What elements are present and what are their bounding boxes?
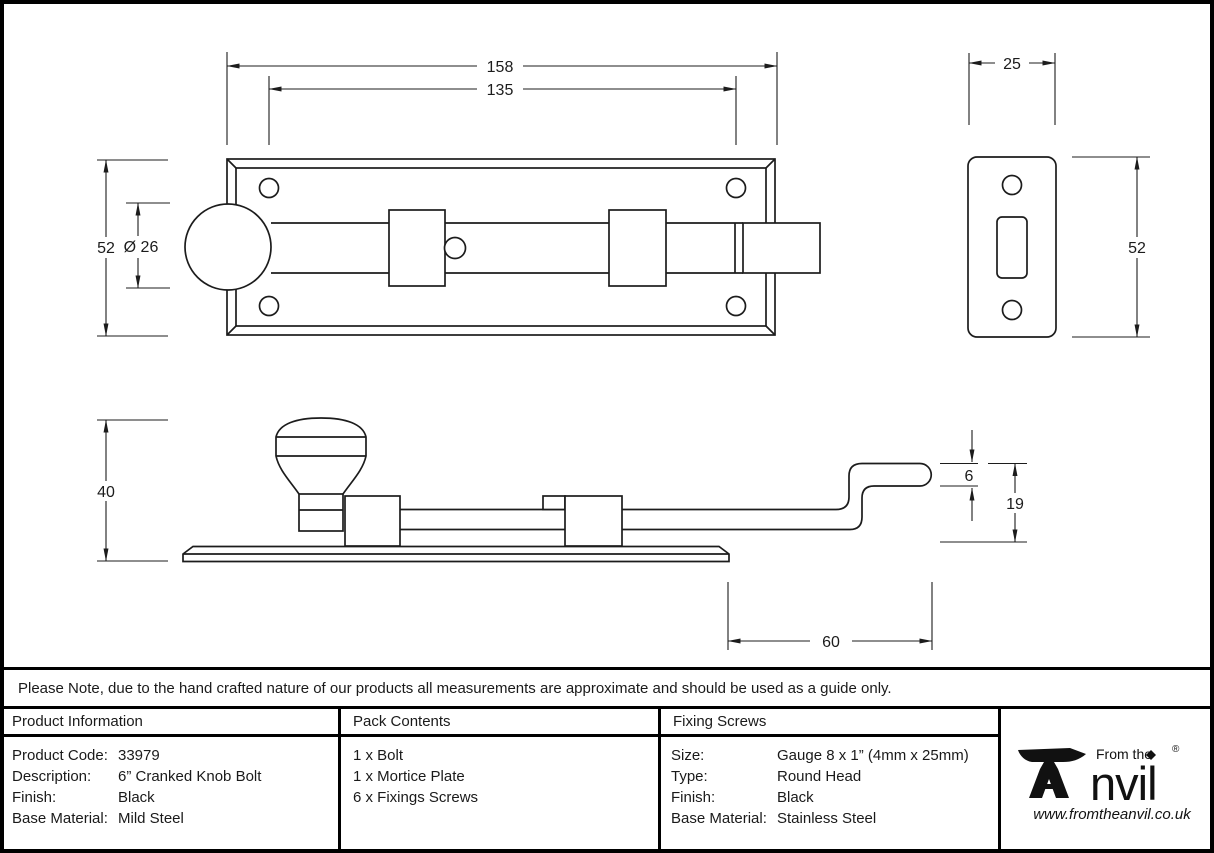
screw-hole <box>258 295 280 317</box>
guide-keep-right-side <box>564 495 623 547</box>
fixing-screws-column: Fixing Screws Size: Gauge 8 x 1” (4mm x … <box>661 709 1001 853</box>
row-value: 6” Cranked Knob Bolt <box>118 768 262 785</box>
i-dot-diamond-icon <box>1145 750 1156 760</box>
bevel-miters <box>226 158 776 336</box>
screw-hole <box>725 177 747 199</box>
column-title: Pack Contents <box>353 713 451 730</box>
bolt-bar <box>271 222 743 274</box>
anvil-icon-crossbar <box>1032 784 1065 789</box>
screw-hole <box>1001 174 1023 196</box>
dim-135: 135 <box>487 82 514 99</box>
dimension-labels: 158 135 52 Ø 26 25 52 40 6 19 60 <box>91 54 1153 651</box>
row-label: Base Material: <box>12 810 108 827</box>
spec-table: Product Information Product Code: 33979 … <box>0 706 1214 853</box>
dim-19: 19 <box>1006 496 1024 513</box>
product-information-header: Product Information <box>0 709 338 737</box>
knob-shoe <box>298 493 344 532</box>
dim-knob-diameter: Ø 26 <box>124 239 159 256</box>
top-view <box>184 158 821 336</box>
screw-hole <box>1001 299 1023 321</box>
from-the-anvil-logo: From the nvil ® www.fromtheanvil.co.uk <box>1017 744 1192 823</box>
pack-contents-body: 1 x Bolt 1 x Mortice Plate 6 x Fixings S… <box>341 737 658 808</box>
row-label: Product Code: <box>12 747 108 764</box>
dim-25: 25 <box>1003 56 1021 73</box>
cranked-end <box>835 462 933 531</box>
table-row: Description: 6” Cranked Knob Bolt <box>12 766 338 787</box>
fixing-screws-body: Size: Gauge 8 x 1” (4mm x 25mm) Type: Ro… <box>661 737 998 829</box>
dim-52-right: 52 <box>1128 240 1146 257</box>
dimensions <box>97 52 1150 650</box>
list-item: 6 x Fixings Screws <box>353 789 479 806</box>
knob-plan <box>184 203 272 291</box>
bolt-plate-bevel <box>235 167 767 327</box>
bolt-tail <box>742 222 821 274</box>
table-row: Base Material: Stainless Steel <box>671 808 998 829</box>
pack-contents-header: Pack Contents <box>341 709 658 737</box>
row-label: Finish: <box>671 789 716 806</box>
row-value: Black <box>777 789 814 806</box>
product-information-body: Product Code: 33979 Description: 6” Cran… <box>0 737 338 829</box>
bolt-bar-side <box>400 508 845 531</box>
list-item: 1 x Mortice Plate <box>353 768 465 785</box>
pack-contents-column: Pack Contents 1 x Bolt 1 x Mortice Plate… <box>341 709 661 853</box>
row-label: Description: <box>12 768 92 785</box>
bolt-cap-side <box>542 495 566 511</box>
row-value: Black <box>118 789 155 806</box>
table-row: Finish: Black <box>12 787 338 808</box>
table-row: Size: Gauge 8 x 1” (4mm x 25mm) <box>671 745 998 766</box>
row-value: 33979 <box>118 747 160 764</box>
list-item: 1 x Bolt <box>353 747 404 764</box>
product-information-column: Product Information Product Code: 33979 … <box>0 709 341 853</box>
brand-logo-cell: From the nvil ® www.fromtheanvil.co.uk <box>1001 709 1214 853</box>
dim-40: 40 <box>97 484 115 501</box>
guide-keep-right <box>608 209 667 287</box>
screw-hole <box>258 177 280 199</box>
table-row: Finish: Black <box>671 787 998 808</box>
dim-6: 6 <box>965 468 974 485</box>
row-value: Gauge 8 x 1” (4mm x 25mm) <box>777 747 969 764</box>
measurement-note-bar: Please Note, due to the hand crafted nat… <box>0 667 1214 706</box>
row-label: Type: <box>671 768 708 785</box>
row-label: Finish: <box>12 789 57 806</box>
anvil-icon <box>1017 748 1086 798</box>
dim-158: 158 <box>487 59 514 76</box>
dim-52-left: 52 <box>97 240 115 257</box>
ext-lines-52-left <box>97 159 168 337</box>
bolt-plate-outer <box>226 158 776 336</box>
column-title: Fixing Screws <box>673 713 767 730</box>
table-row: Product Code: 33979 <box>12 745 338 766</box>
logo-website: www.fromtheanvil.co.uk <box>1033 806 1192 823</box>
knob-side-lines <box>276 436 366 457</box>
guide-keep-left-side <box>344 495 401 547</box>
logo-name: nvil <box>1090 757 1157 810</box>
ext-lines-40 <box>97 419 168 562</box>
registered-mark: ® <box>1172 744 1180 755</box>
ext-lines-6 <box>940 462 978 487</box>
ext-lines-knob-dia <box>126 202 170 289</box>
table-row: Base Material: Mild Steel <box>12 808 338 829</box>
technical-drawing: 158 135 52 Ø 26 25 52 40 6 19 60 <box>91 52 1153 651</box>
mortice-plate-view <box>967 156 1057 338</box>
fixing-screws-header: Fixing Screws <box>661 709 998 737</box>
mortice-plate <box>967 156 1057 338</box>
mortice-slot <box>996 216 1028 279</box>
row-value: Stainless Steel <box>777 810 877 827</box>
row-label: Size: <box>671 747 705 764</box>
bar-detent <box>443 236 467 260</box>
column-title: Product Information <box>12 713 143 730</box>
ext-lines-19 <box>940 462 1027 543</box>
table-row: Type: Round Head <box>671 766 998 787</box>
dim-60: 60 <box>822 634 840 651</box>
side-view <box>182 417 933 563</box>
screw-hole <box>725 295 747 317</box>
measurement-note-text: Please Note, due to the hand crafted nat… <box>18 679 892 697</box>
row-value: Round Head <box>777 768 862 785</box>
row-value: Mild Steel <box>118 810 184 827</box>
row-label: Base Material: <box>671 810 767 827</box>
logo-prefix: From the <box>1096 746 1152 762</box>
guide-keep-left <box>388 209 446 287</box>
